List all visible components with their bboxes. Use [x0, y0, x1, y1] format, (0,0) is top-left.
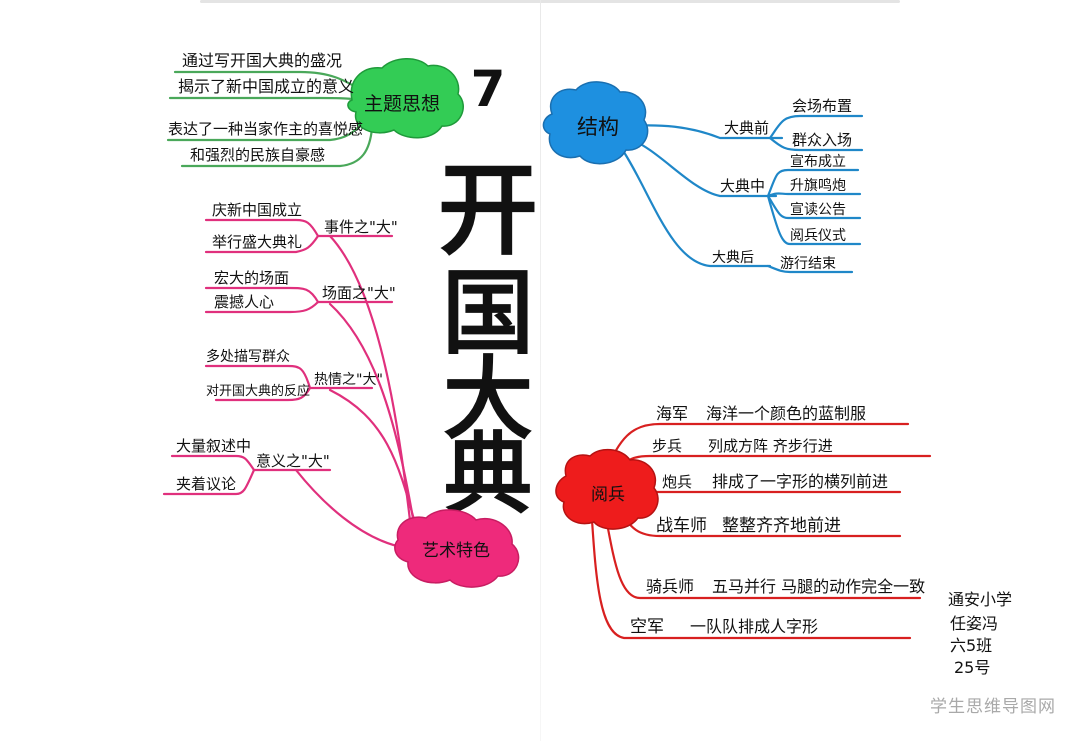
parade-label-3: 炮兵 [662, 473, 692, 491]
structure-group-after: 大典后 [712, 250, 754, 266]
art-texts: 事件之"大" 庆新中国成立 举行盛大典礼 场面之"大" 宏大的场面 震撼人心 热… [176, 201, 398, 493]
parade-line-6 [590, 518, 912, 640]
parade-texts: 海军 海洋一个颜色的蓝制服 步兵 列成方阵 齐步行进 炮兵 排成了一字形的横列前… [630, 404, 925, 637]
art-line-meaning [294, 468, 408, 550]
theme-line-2 [168, 96, 366, 102]
parade-cloud [555, 448, 659, 530]
structure-item-5: 宣读公告 [790, 201, 846, 218]
theme-text-1: 通过写开国大典的盛况 [182, 51, 342, 70]
structure-texts: 大典前 会场布置 群众入场 大典中 宣布成立 升旗鸣炮 宣读公告 阅兵仪式 大典… [712, 97, 852, 272]
theme-text-2: 揭示了新中国成立的意义 [178, 77, 354, 96]
theme-cloud [347, 58, 464, 139]
parade-label-1: 海军 [656, 404, 688, 423]
parade-label-4: 战车师 [656, 516, 707, 536]
author-school: 通安小学 [948, 590, 1013, 609]
art-item-line-3 [204, 286, 320, 304]
parade-label-6: 空军 [630, 617, 664, 637]
parade-text-4: 整整齐齐地前进 [722, 516, 841, 536]
art-item-4: 震撼人心 [214, 293, 274, 311]
structure-item-line-5 [766, 194, 862, 220]
art-line-passion [328, 388, 420, 536]
art-cloud [394, 509, 520, 588]
parade-line-5 [604, 516, 922, 600]
parade-label-2: 步兵 [652, 437, 682, 455]
author-class: 六5班 [950, 636, 993, 655]
art-item-3: 宏大的场面 [214, 269, 289, 287]
art-item-8: 夹着议论 [176, 475, 236, 493]
structure-group-before: 大典前 [724, 119, 769, 137]
structure-item-1: 会场布置 [792, 97, 852, 115]
parade-hub-label: 阅兵 [591, 485, 625, 505]
structure-hub: 结构 [542, 81, 649, 165]
structure-item-line-3 [766, 168, 860, 198]
art-item-line-6 [214, 386, 312, 402]
art-item-line-5 [204, 364, 312, 390]
art-group-event: 事件之"大" [324, 218, 398, 236]
theme-text-4: 和强烈的民族自豪感 [190, 146, 325, 164]
title-char-3: 大 [443, 347, 533, 452]
structure-item-line-4 [766, 192, 862, 198]
art-group-meaning: 意义之"大" [256, 452, 330, 470]
structure-item-2: 群众入场 [792, 131, 852, 149]
structure-item-line-6 [766, 194, 862, 246]
parade-hub: 阅兵 [555, 448, 659, 530]
theme-hub-label: 主题思想 [364, 93, 440, 115]
structure-line-after [618, 144, 772, 268]
art-item-line-2 [204, 234, 320, 254]
structure-hub-label: 结构 [577, 115, 619, 139]
art-item-1: 庆新中国成立 [212, 201, 302, 219]
paper-top-edge [200, 0, 900, 3]
structure-cloud [542, 81, 649, 165]
structure-item-line-2 [768, 136, 864, 152]
theme-texts: 通过写开国大典的盛况 揭示了新中国成立的意义 表达了一种当家作主的喜悦感 和强烈… [168, 51, 363, 164]
art-item-2: 举行盛大典礼 [212, 233, 302, 251]
structure-item-line-1 [768, 114, 864, 140]
parade-text-2: 列成方阵 齐步行进 [708, 437, 833, 455]
structure-item-line-7 [766, 264, 854, 274]
art-group-passion: 热情之"大" [314, 372, 383, 388]
theme-text-3: 表达了一种当家作主的喜悦感 [168, 120, 363, 138]
watermark: 学生思维导图网 [930, 697, 1056, 717]
art-line-scene [328, 302, 418, 538]
parade-label-5: 骑兵师 [646, 577, 694, 596]
structure-item-4: 升旗鸣炮 [790, 177, 846, 194]
art-item-line-4 [204, 300, 320, 314]
art-item-6: 对开国大典的反应 [206, 383, 310, 399]
structure-item-6: 阅兵仪式 [790, 228, 846, 244]
art-hub: 艺术特色 [394, 509, 520, 588]
parade-text-3: 排成了一字形的横列前进 [712, 472, 888, 491]
structure-item-3: 宣布成立 [790, 154, 846, 170]
art-branch [162, 218, 420, 550]
title-char-4: 典 [444, 423, 532, 526]
title-char-2: 国 [442, 260, 534, 367]
structure-group-during: 大典中 [720, 177, 765, 195]
art-item-7: 大量叙述中 [176, 437, 251, 455]
art-item-5: 多处描写群众 [206, 348, 290, 365]
theme-hub: 主题思想 [347, 58, 464, 139]
parade-text-6: 一队队排成人字形 [690, 617, 818, 636]
structure-item-7: 游行结束 [780, 256, 836, 272]
art-hub-label: 艺术特色 [422, 541, 490, 561]
parade-text-1: 海洋一个颜色的蓝制服 [706, 404, 866, 423]
theme-line-4 [180, 126, 374, 168]
notebook-fold [540, 0, 541, 741]
author-name: 任姿冯 [950, 614, 999, 633]
title-char-1: 开 [438, 152, 538, 269]
art-item-line-8 [162, 468, 256, 496]
parade-text-5: 五马并行 马腿的动作完全一致 [712, 577, 925, 596]
art-item-line-1 [204, 218, 320, 238]
author-number: 25号 [954, 658, 991, 677]
art-group-scene: 场面之"大" [322, 284, 396, 302]
title-number: 7 [471, 60, 506, 118]
central-title: 7 开 国 大 典 [438, 60, 538, 526]
art-item-line-7 [170, 454, 256, 472]
